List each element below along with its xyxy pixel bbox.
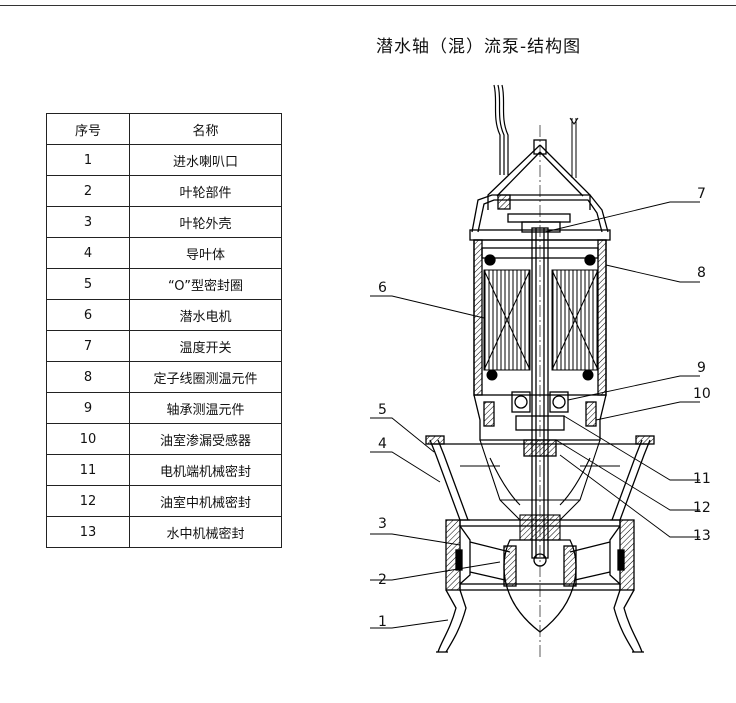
inlet-bellmouth: [436, 589, 644, 653]
guide-vane: [460, 439, 620, 541]
callout-6: 6: [378, 280, 387, 296]
callout-4: 4: [378, 436, 387, 452]
stator-winding: [483, 269, 599, 381]
row-no: 8: [46, 361, 130, 393]
callout-leaders: [370, 201, 700, 629]
header-name: 名称: [129, 113, 282, 145]
row-name: 定子线圈测温元件: [129, 361, 282, 393]
row-no: 7: [46, 330, 130, 362]
shaft: [531, 227, 549, 559]
callout-9: 9: [697, 360, 706, 376]
row-name: 进水喇叭口: [129, 144, 282, 176]
motor-top-cover: [469, 194, 611, 241]
top-border-line: [0, 5, 736, 6]
callout-1: 1: [378, 614, 387, 630]
signal-cable: [569, 117, 579, 178]
callout-10: 10: [693, 386, 711, 402]
callout-2: 2: [378, 572, 387, 588]
row-name: 电机端机械密封: [129, 454, 282, 486]
table-row: 5“O”型密封圈: [46, 268, 282, 300]
table-header-row: 序号 名称: [46, 113, 282, 145]
callout-8: 8: [697, 265, 706, 281]
callout-11: 11: [693, 471, 711, 487]
row-name: 导叶体: [129, 237, 282, 269]
row-no: 5: [46, 268, 130, 300]
row-name: 轴承测温元件: [129, 392, 282, 424]
impeller: [469, 539, 611, 633]
row-name: “O”型密封圈: [129, 268, 282, 300]
row-name: 潜水电机: [129, 299, 282, 331]
row-name: 水中机械密封: [129, 516, 282, 548]
callout-12: 12: [693, 500, 711, 516]
row-no: 2: [46, 175, 130, 207]
callout-7: 7: [697, 186, 706, 202]
header-no: 序号: [46, 113, 130, 145]
row-name: 油室渗漏受感器: [129, 423, 282, 455]
power-cable: [493, 84, 509, 175]
impeller-housing: [445, 519, 635, 591]
callout-3: 3: [378, 516, 387, 532]
callout-13: 13: [693, 528, 711, 544]
row-no: 13: [46, 516, 130, 548]
drawing-title: 潜水轴（混）流泵-结构图: [376, 37, 582, 57]
callout-5: 5: [378, 402, 387, 418]
row-no: 3: [46, 206, 130, 238]
